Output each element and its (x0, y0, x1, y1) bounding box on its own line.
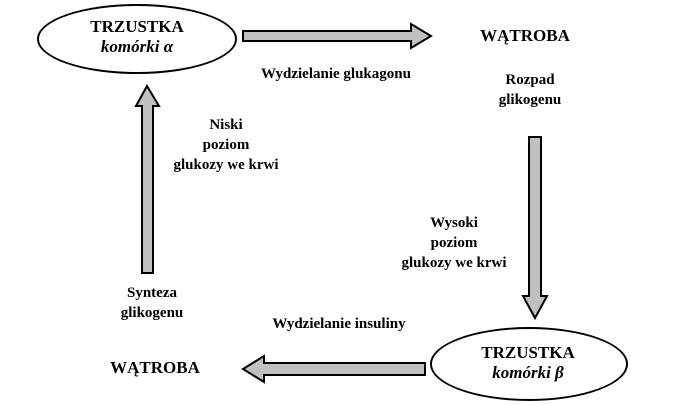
pancreas-beta-title: TRZUSTKA (481, 343, 575, 362)
liver-top-process: Rozpad glikogenu (460, 70, 600, 110)
high-glucose-line3: glukozy we krwi (401, 255, 507, 271)
high-glucose-label: Wysoki poziom glukozy we krwi (374, 213, 534, 273)
arrow-glucagon (242, 22, 433, 50)
low-glucose-line2: poziom (202, 137, 250, 153)
liver-top-title: WĄTROBA (480, 26, 570, 45)
liver-bottom-process: Synteza glikogenu (82, 283, 222, 323)
high-glucose-line2: poziom (430, 235, 478, 251)
liver-top-process-line1: Rozpad (505, 72, 555, 88)
pancreas-alpha-title: TRZUSTKA (90, 17, 184, 36)
arrow-low-glucose (134, 83, 161, 274)
pancreas-alpha-oval (37, 4, 237, 74)
low-glucose-line3: glukozy we krwi (173, 157, 279, 173)
arrow-insulin (241, 354, 426, 384)
pancreas-alpha-subtitle: komórki α (100, 37, 174, 56)
pancreas-alpha-label: TRZUSTKA komórki α (37, 17, 237, 57)
liver-top-process-line2: glikogenu (498, 92, 562, 108)
arrow-high-glucose (521, 136, 549, 321)
liver-bottom-process-line2: glikogenu (120, 305, 184, 321)
low-glucose-label: Niski poziom glukozy we krwi (146, 115, 306, 175)
pancreas-beta-oval (430, 327, 628, 401)
liver-bottom-process-line1: Synteza (127, 285, 177, 301)
pancreas-beta-label: TRZUSTKA komórki β (429, 343, 627, 383)
glucagon-label: Wydzielanie glukagonu (261, 66, 411, 82)
pancreas-beta-subtitle: komórki β (492, 363, 564, 382)
liver-bottom-title: WĄTROBA (110, 358, 200, 377)
insulin-label: Wydzielanie insuliny (272, 316, 406, 332)
high-glucose-line1: Wysoki (430, 215, 478, 231)
low-glucose-line1: Niski (209, 117, 243, 133)
